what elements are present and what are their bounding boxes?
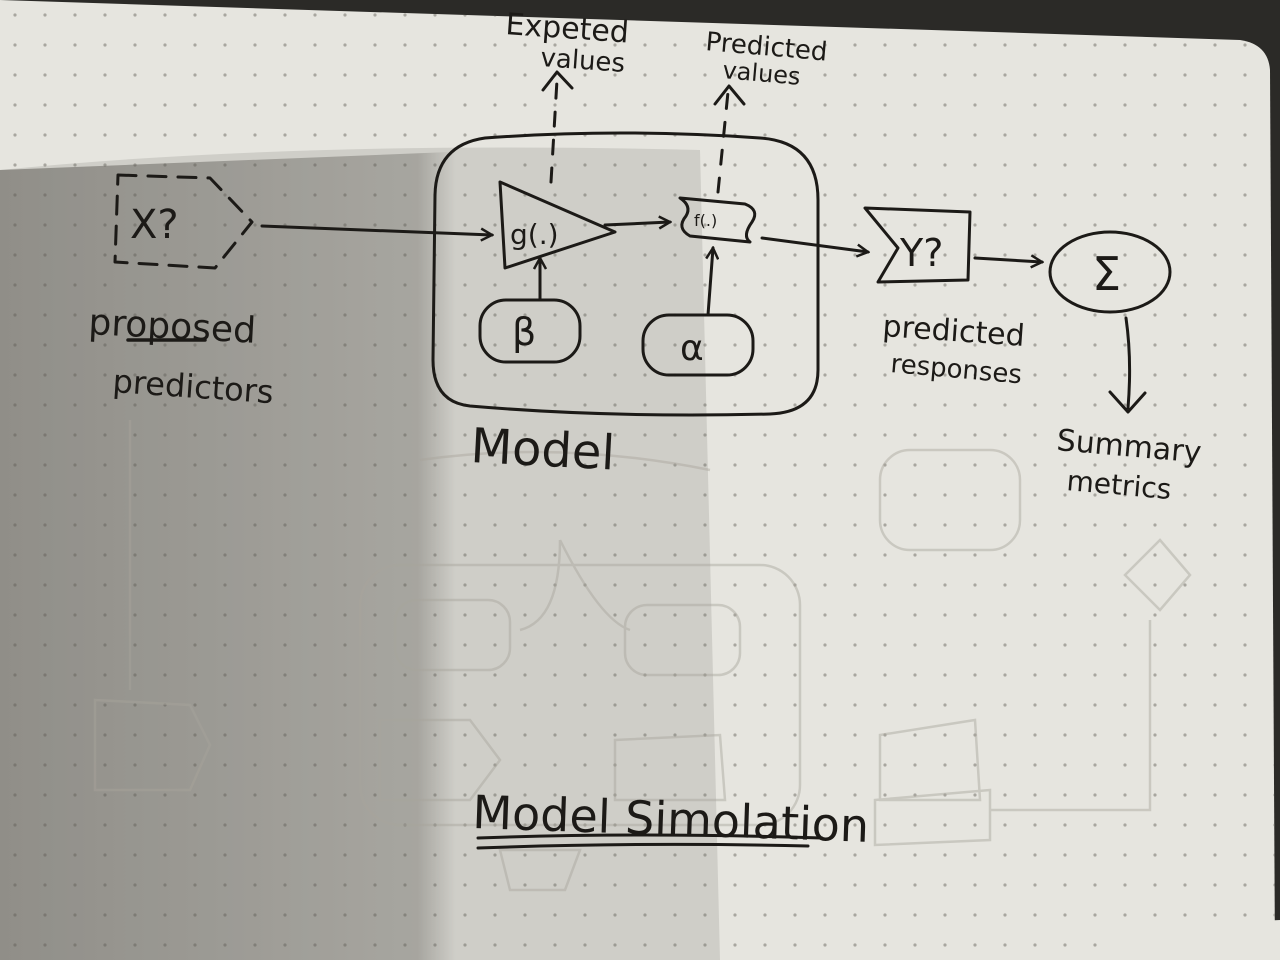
arrow-sum-to-metrics [1124,316,1132,410]
responses-symbol: Y? [899,231,943,275]
summary-symbol: Σ [1092,247,1121,301]
beta-symbol: β [512,310,536,354]
link-function-symbol: g(.) [510,218,559,251]
alpha-node [641,313,755,377]
summary-node [1048,230,1172,314]
proposed-label: proposed [88,302,257,352]
arrow-f-to-y [760,236,868,252]
distribution-node [678,196,757,244]
arrow-y-to-sum [973,258,1042,262]
predicted-responses-node [863,206,972,284]
expected-values-label-line2: values [540,43,626,79]
predictors-symbol: X? [130,202,179,248]
arrow-alpha-to-f [708,248,713,317]
model-box [431,131,820,417]
expected-values-label-line1: Expeted [504,7,630,51]
arrow-expected-values [549,78,559,184]
arrow-g-to-f [603,222,670,225]
arrow-predicted-values [716,90,730,194]
proposed-predictors-node [113,173,254,270]
beta-node [478,298,582,364]
predicted-values-label-line2: values [721,56,801,91]
model-label: Model [469,418,616,481]
distribution-symbol: f(.) [694,211,717,230]
alpha-symbol: α [680,328,704,369]
link-function-node [498,180,617,270]
hand-shadow [0,140,760,960]
arrow-predictors-to-g [260,224,492,235]
show-through-sketch [93,420,1192,892]
